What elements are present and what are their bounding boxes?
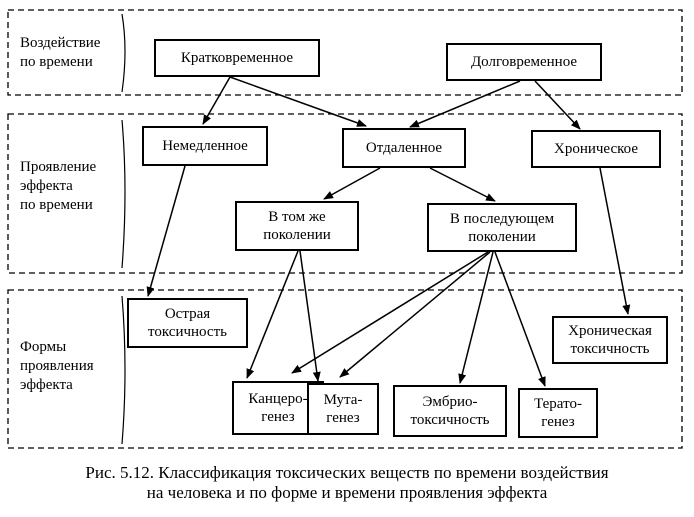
section-separator-forms	[121, 295, 126, 445]
node-next-generation: В последующем поколении	[427, 203, 577, 252]
node-teratogenesis-line2: генез	[541, 414, 575, 430]
figure-caption-line1: Рис. 5.12. Классификация токсических вещ…	[85, 463, 609, 482]
section-label-manifest: Проявление эффекта по времени	[20, 158, 96, 215]
arrow-chronic-to-chronic-tox	[599, 167, 631, 315]
node-carcinogenesis-line1: Канцеро-	[248, 391, 308, 407]
arrow-delayed-to-next-gen	[429, 167, 496, 202]
node-chronic-toxicity-line2: токсичность	[570, 341, 650, 357]
arrow-next-gen-to-muta	[339, 251, 491, 378]
arrow-next-gen-to-embryo	[458, 251, 494, 384]
node-teratogenesis: Терато- генез	[518, 388, 598, 438]
section-label-manifest-line3: по времени	[20, 197, 93, 213]
node-same-generation-line1: В том же	[268, 209, 326, 225]
node-short-term-label: Кратковременное	[180, 50, 294, 66]
node-same-generation-line2: поколении	[263, 227, 331, 243]
section-separator-time	[121, 13, 126, 93]
section-label-forms: Формы проявления эффекта	[20, 338, 94, 395]
arrow-delayed-to-same-gen	[323, 167, 381, 200]
node-long-term: Долговременное	[446, 43, 602, 81]
node-delayed: Отдаленное	[342, 128, 466, 168]
section-frame-time	[7, 9, 683, 96]
node-mutagenesis-line1: Мута-	[323, 392, 363, 408]
figure-caption-line2: на человека и по форме и времени проявле…	[146, 483, 548, 502]
node-chronic-toxicity-line1: Хроническая	[568, 323, 652, 339]
node-short-term: Кратковременное	[154, 39, 320, 77]
figure-caption: Рис. 5.12. Классификация токсических вещ…	[0, 463, 694, 503]
arrow-same-gen-to-muta	[299, 250, 321, 382]
section-label-time-line1: Воздействие	[20, 35, 101, 51]
node-acute-toxicity: Острая токсичность	[127, 298, 248, 348]
node-carcinogenesis-line2: генез	[261, 409, 295, 425]
section-label-time-line2: по времени	[20, 54, 93, 70]
section-separator-manifest	[121, 119, 126, 269]
node-next-generation-line2: поколении	[468, 228, 536, 245]
arrow-same-gen-to-carcino	[246, 250, 299, 379]
arrow-long-to-chronic	[534, 80, 581, 130]
node-teratogenesis-line1: Терато-	[534, 396, 582, 412]
node-next-generation-line1: В последующем	[449, 210, 555, 227]
node-chronic: Хроническое	[531, 130, 661, 168]
section-label-forms-line2: проявления	[20, 358, 94, 374]
section-label-time: Воздействие по времени	[20, 34, 100, 72]
section-frame-manifest	[7, 113, 683, 274]
arrow-next-gen-to-carcino	[291, 251, 489, 374]
arrow-short-to-immediate	[202, 76, 231, 125]
node-acute-toxicity-line1: Острая	[164, 306, 211, 322]
arrow-next-gen-to-terato	[494, 251, 546, 387]
node-mutagenesis: Мута- генез	[307, 383, 379, 435]
section-label-manifest-line2: эффекта	[20, 178, 73, 194]
section-label-forms-line3: эффекта	[20, 377, 73, 393]
node-long-term-label: Долговременное	[470, 54, 578, 70]
section-label-manifest-line1: Проявление	[20, 159, 97, 175]
section-label-forms-line1: Формы	[20, 339, 67, 355]
node-acute-toxicity-line2: токсичность	[148, 324, 227, 340]
arrow-immediate-to-acute	[146, 165, 186, 297]
section-frame-forms	[7, 289, 683, 449]
arrow-short-to-delayed	[229, 76, 367, 127]
node-immediate: Немедленное	[142, 126, 268, 166]
node-embryotoxicity-line1: Эмбрио-	[422, 394, 478, 410]
arrow-long-to-delayed	[409, 80, 521, 128]
node-mutagenesis-line2: генез	[326, 410, 360, 426]
node-chronic-toxicity: Хроническая токсичность	[552, 316, 668, 364]
node-immediate-label: Немедленное	[162, 138, 248, 154]
node-delayed-label: Отдаленное	[365, 140, 443, 156]
node-same-generation: В том же поколении	[235, 201, 359, 251]
node-embryotoxicity-line2: токсичность	[410, 412, 490, 428]
node-chronic-label: Хроническое	[554, 141, 638, 157]
node-embryotoxicity: Эмбрио- токсичность	[393, 385, 507, 437]
